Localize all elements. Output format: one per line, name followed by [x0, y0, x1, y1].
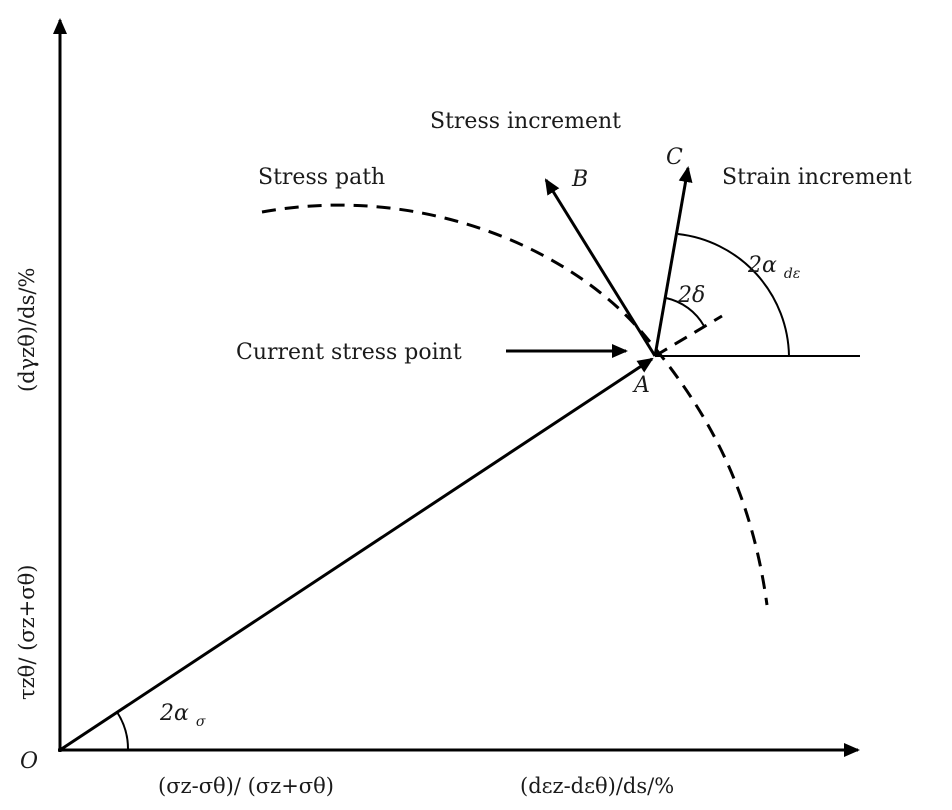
vector-ab	[544, 178, 657, 357]
angle-arc-delta	[665, 297, 705, 327]
label-angle-alpha-sigma: 2α σ	[159, 701, 206, 730]
label-stress-increment: Stress increment	[430, 109, 621, 134]
angle-arc-alpha-de	[677, 233, 790, 357]
label-angle-alpha-de-sub: dε	[784, 266, 800, 282]
label-angle-alpha-sigma-main: 2α	[159, 701, 189, 726]
stress-path-curve	[261, 203, 769, 606]
vector-oa	[59, 357, 654, 752]
label-strain-increment: Strain increment	[722, 165, 912, 190]
label-point-c: C	[666, 145, 683, 170]
label-point-b: B	[571, 167, 588, 192]
label-angle-alpha-de: 2α dε	[747, 253, 800, 282]
label-angle-alpha-de-main: 2α	[747, 253, 777, 278]
angle-arc-alpha-sigma	[116, 711, 130, 751]
y-axis-label-stress: τzθ/ (σz+σθ)	[15, 565, 39, 700]
label-point-a: A	[632, 373, 650, 398]
x-axis-label-stress: (σz-σθ)/ (σz+σθ)	[158, 774, 334, 798]
vector-ac	[653, 166, 693, 357]
dashed-extension	[654, 314, 723, 358]
label-angle-delta: 2δ	[677, 283, 705, 308]
x-axis-label-strain: (dεz-dεθ)/ds/%	[520, 774, 674, 798]
label-stress-path: Stress path	[258, 165, 385, 190]
label-angle-alpha-sigma-sub: σ	[196, 714, 206, 730]
label-origin: O	[20, 749, 38, 774]
y-axis-label-strain: (dγzθ)/ds/%	[15, 268, 39, 392]
label-current-stress-point: Current stress point	[236, 340, 462, 365]
